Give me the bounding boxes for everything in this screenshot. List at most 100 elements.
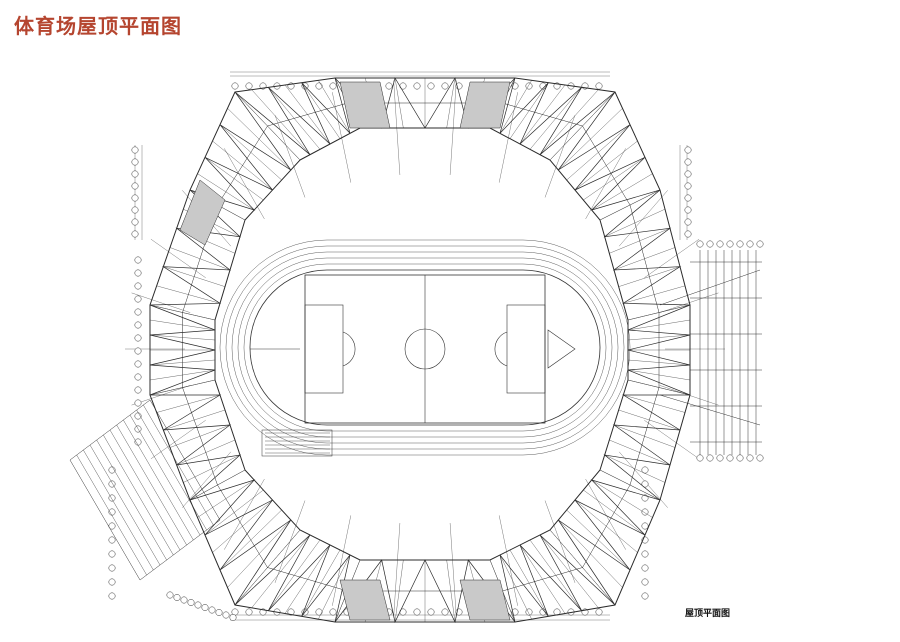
axis-bubble <box>180 596 188 604</box>
axis-bubble <box>595 82 603 90</box>
roof-rib <box>212 140 273 191</box>
roof-rib <box>609 228 671 254</box>
axis-line <box>182 451 231 508</box>
axis-bubble <box>726 240 734 248</box>
roof-rib <box>197 173 255 211</box>
entrance-wings <box>69 250 762 581</box>
stair-tread <box>83 449 154 571</box>
roof-rib <box>268 539 321 611</box>
roof-rib <box>539 534 599 608</box>
roof-rib <box>234 91 301 161</box>
axis-label-bubbles <box>108 82 764 621</box>
axis-bubble <box>134 334 142 342</box>
roof-rib <box>627 379 691 396</box>
roof-rib <box>627 369 691 381</box>
axis-bubble <box>756 454 764 462</box>
axis-bubble <box>684 170 692 178</box>
axis-bubble <box>329 82 337 90</box>
left-penalty-arc <box>342 331 356 367</box>
roof-rib <box>591 479 653 518</box>
roof-truss-zigzag <box>189 479 292 606</box>
roof-rib <box>204 157 264 201</box>
axis-line <box>644 420 700 459</box>
roof-rib <box>583 157 646 201</box>
axis-bubble <box>736 454 744 462</box>
roof-rib <box>627 319 691 331</box>
roof-rib <box>163 409 226 431</box>
roof-rib <box>618 266 681 287</box>
axis-bubble <box>696 454 704 462</box>
roof-rib <box>268 87 321 150</box>
roof-rib <box>251 534 311 608</box>
axis-bubble <box>427 82 435 90</box>
axis-bubble <box>245 608 253 616</box>
roof-rib <box>197 479 255 518</box>
axis-line <box>585 478 626 550</box>
axis-line <box>150 239 206 278</box>
axis-bubble <box>187 599 195 606</box>
axis-bubble <box>641 564 649 572</box>
roof-rib <box>529 539 582 611</box>
roof-rib <box>623 394 686 413</box>
axis-bubble <box>134 282 142 290</box>
roof-rib <box>149 319 216 331</box>
axis-bubble <box>208 606 216 614</box>
axis-bubble <box>684 158 692 166</box>
axis-bubble <box>684 146 692 154</box>
roof-rib <box>169 424 231 448</box>
stair-tread <box>76 454 147 576</box>
running-track-lane <box>249 269 601 426</box>
roof-rib <box>169 247 231 271</box>
roof-rib <box>219 124 282 181</box>
running-track-lane <box>237 257 613 438</box>
axis-bubble <box>108 536 116 544</box>
axis-bubble <box>134 269 142 277</box>
roof-rib <box>149 359 216 366</box>
roof-rib <box>609 439 671 466</box>
roof-rib <box>539 89 599 155</box>
center-circle <box>404 328 446 370</box>
east-wing-diagonal <box>659 269 761 306</box>
axis-line <box>332 515 352 606</box>
playing-field <box>219 239 631 457</box>
axis-bubble <box>134 386 142 394</box>
roof-shaded-panel <box>459 579 511 621</box>
axis-bubble <box>641 592 649 600</box>
axis-bubble <box>746 454 754 462</box>
high-jump-area <box>547 329 576 369</box>
left-penalty-box <box>304 304 344 394</box>
roof-rib <box>149 379 216 396</box>
roof-rib <box>591 173 653 211</box>
axis-bubble <box>134 295 142 303</box>
axis-bubble <box>166 591 174 599</box>
axis-bubble <box>641 508 649 516</box>
east-wing-diagonal <box>659 394 761 426</box>
roof-rib <box>574 140 638 191</box>
axis-bubble <box>131 182 139 190</box>
right-penalty-box <box>506 304 546 394</box>
axis-bubble <box>131 170 139 178</box>
axis-bubble <box>229 614 237 621</box>
axis-bubble <box>441 82 449 90</box>
drawing-caption: 屋顶平面图 <box>685 609 731 619</box>
roof-rib <box>613 247 676 271</box>
roof-rib <box>251 89 311 155</box>
roof-rib <box>149 334 216 341</box>
axis-bubble <box>413 608 421 616</box>
roof-rib <box>318 80 351 134</box>
roof-mid-ring <box>182 102 660 592</box>
axis-line <box>150 420 206 459</box>
roof-rib <box>583 489 646 536</box>
roof-rib <box>156 285 221 304</box>
roof-rib <box>204 489 264 536</box>
axis-bubble <box>684 194 692 202</box>
running-track-lane <box>225 245 625 450</box>
roof-rib <box>627 334 691 341</box>
running-track-lane <box>231 251 619 444</box>
stair-tread <box>89 444 161 566</box>
axis-bubble <box>315 608 323 616</box>
roof-shaded-panel <box>339 579 391 621</box>
axis-bubble <box>641 578 649 586</box>
roof-rib <box>189 469 246 501</box>
